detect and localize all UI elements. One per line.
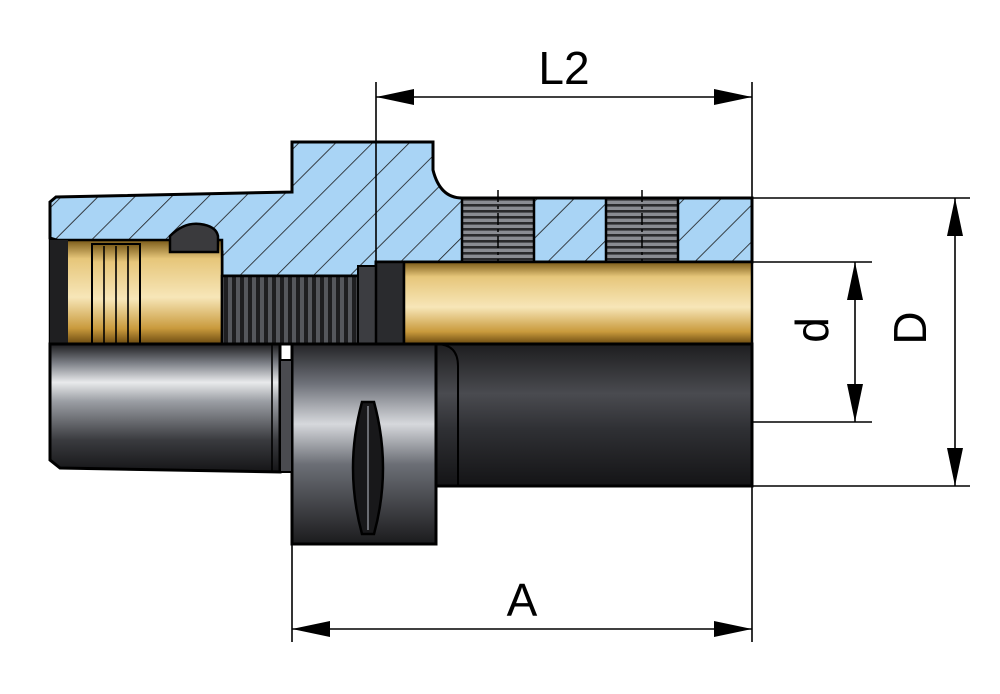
dimension-l2: L2 bbox=[375, 42, 753, 262]
dimension-d-small: d bbox=[752, 261, 872, 423]
taper-shank bbox=[48, 342, 282, 474]
brass-bore-left bbox=[48, 238, 224, 346]
dimension-a: A bbox=[291, 486, 753, 642]
shank-step bbox=[279, 359, 293, 473]
label-l2: L2 bbox=[538, 42, 589, 94]
body-cylinder bbox=[434, 342, 754, 488]
brass-bore-main bbox=[402, 260, 754, 346]
label-d-small: d bbox=[786, 317, 838, 343]
dimension-d-large: D bbox=[752, 197, 970, 487]
radial-threaded-hole-1 bbox=[460, 190, 536, 274]
label-a: A bbox=[507, 574, 538, 626]
locking-pin bbox=[168, 222, 220, 254]
label-d-large: D bbox=[884, 311, 936, 344]
